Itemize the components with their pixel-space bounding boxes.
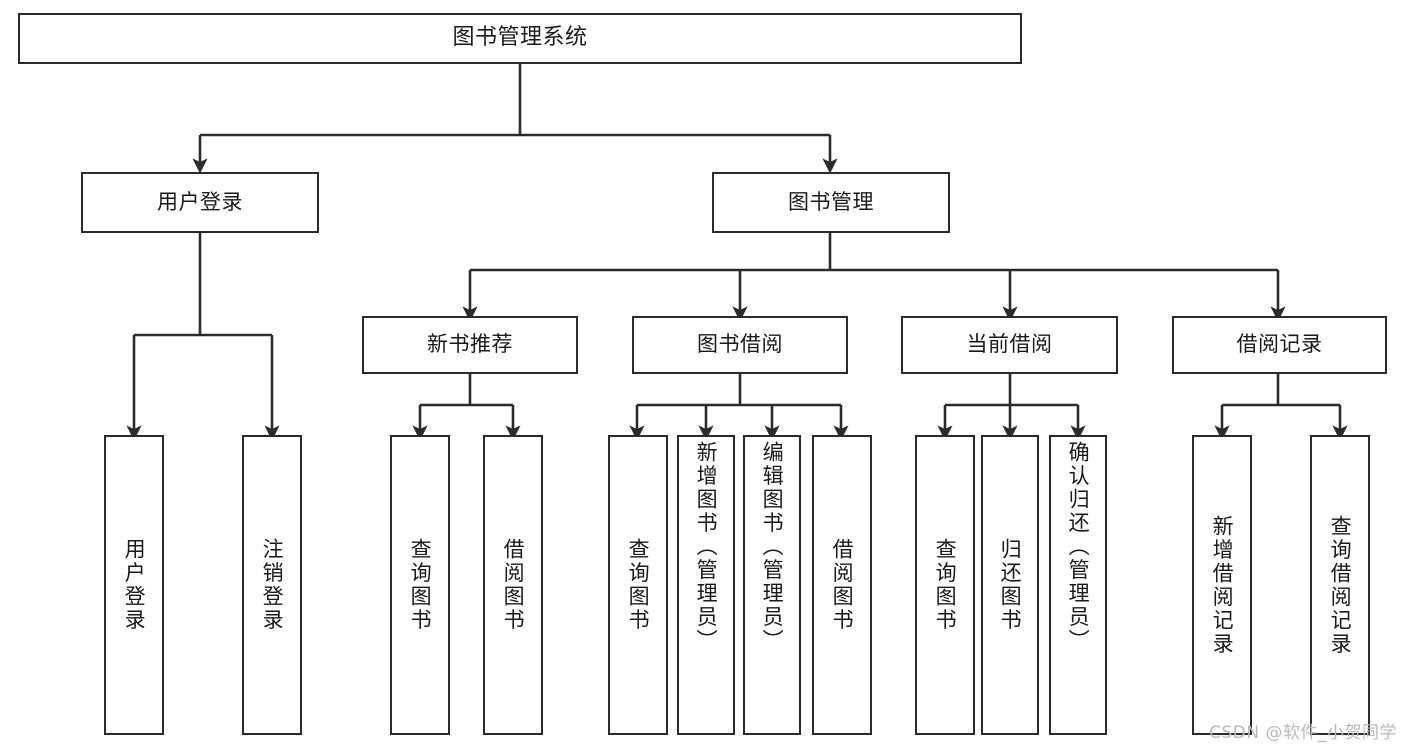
node-label: 注销登录 bbox=[260, 538, 285, 632]
node-root-book-management-system[interactable]: 图书管理系统 bbox=[18, 13, 1022, 64]
leaf-confirm-return-admin[interactable]: 确认归还（管理员） bbox=[1049, 435, 1107, 735]
node-new-book-recommendation[interactable]: 新书推荐 bbox=[362, 316, 578, 374]
node-user-login[interactable]: 用户登录 bbox=[81, 172, 319, 233]
leaf-logout[interactable]: 注销登录 bbox=[242, 435, 302, 735]
node-label: 编辑图书（管理员） bbox=[760, 441, 785, 653]
node-label: 图书管理系统 bbox=[452, 25, 588, 51]
node-label: 用户登录 bbox=[122, 538, 147, 632]
leaf-query-borrow-record[interactable]: 查询借阅记录 bbox=[1310, 435, 1370, 735]
leaf-add-book-admin[interactable]: 新增图书（管理员） bbox=[677, 435, 735, 735]
leaf-query-book-current[interactable]: 查询图书 bbox=[915, 435, 975, 735]
node-label: 图书借阅 bbox=[697, 332, 783, 357]
leaf-borrow-book-recommendation[interactable]: 借阅图书 bbox=[483, 435, 543, 735]
leaf-query-book-borrowing[interactable]: 查询图书 bbox=[608, 435, 668, 735]
node-current-borrowing[interactable]: 当前借阅 bbox=[901, 316, 1118, 374]
node-label: 新增图书（管理员） bbox=[694, 441, 719, 653]
watermark: CSDN @软件_小贺同学 bbox=[1209, 723, 1397, 743]
node-label: 图书管理 bbox=[788, 189, 874, 214]
leaf-return-book[interactable]: 归还图书 bbox=[981, 435, 1039, 735]
node-label: 借阅记录 bbox=[1236, 332, 1323, 357]
node-label: 借阅图书 bbox=[830, 538, 855, 632]
node-book-borrowing[interactable]: 图书借阅 bbox=[632, 316, 848, 374]
node-label: 借阅图书 bbox=[501, 538, 526, 632]
node-label: 查询图书 bbox=[408, 538, 433, 632]
node-label: 用户登录 bbox=[157, 189, 243, 214]
leaf-add-borrow-record[interactable]: 新增借阅记录 bbox=[1192, 435, 1252, 735]
leaf-query-book-recommendation[interactable]: 查询图书 bbox=[390, 435, 450, 735]
node-label: 新增借阅记录 bbox=[1210, 514, 1235, 656]
node-label: 当前借阅 bbox=[966, 332, 1053, 357]
leaf-edit-book-admin[interactable]: 编辑图书（管理员） bbox=[743, 435, 801, 735]
node-label: 归还图书 bbox=[998, 538, 1023, 632]
node-book-management[interactable]: 图书管理 bbox=[712, 172, 950, 233]
node-label: 新书推荐 bbox=[427, 332, 513, 357]
node-label: 确认归还（管理员） bbox=[1066, 441, 1091, 653]
node-borrowing-record[interactable]: 借阅记录 bbox=[1172, 316, 1387, 374]
node-label: 查询图书 bbox=[626, 538, 651, 632]
node-label: 查询图书 bbox=[933, 538, 958, 632]
leaf-user-login[interactable]: 用户登录 bbox=[104, 435, 164, 735]
leaf-borrow-book-borrowing[interactable]: 借阅图书 bbox=[812, 435, 872, 735]
node-label: 查询借阅记录 bbox=[1328, 514, 1353, 656]
